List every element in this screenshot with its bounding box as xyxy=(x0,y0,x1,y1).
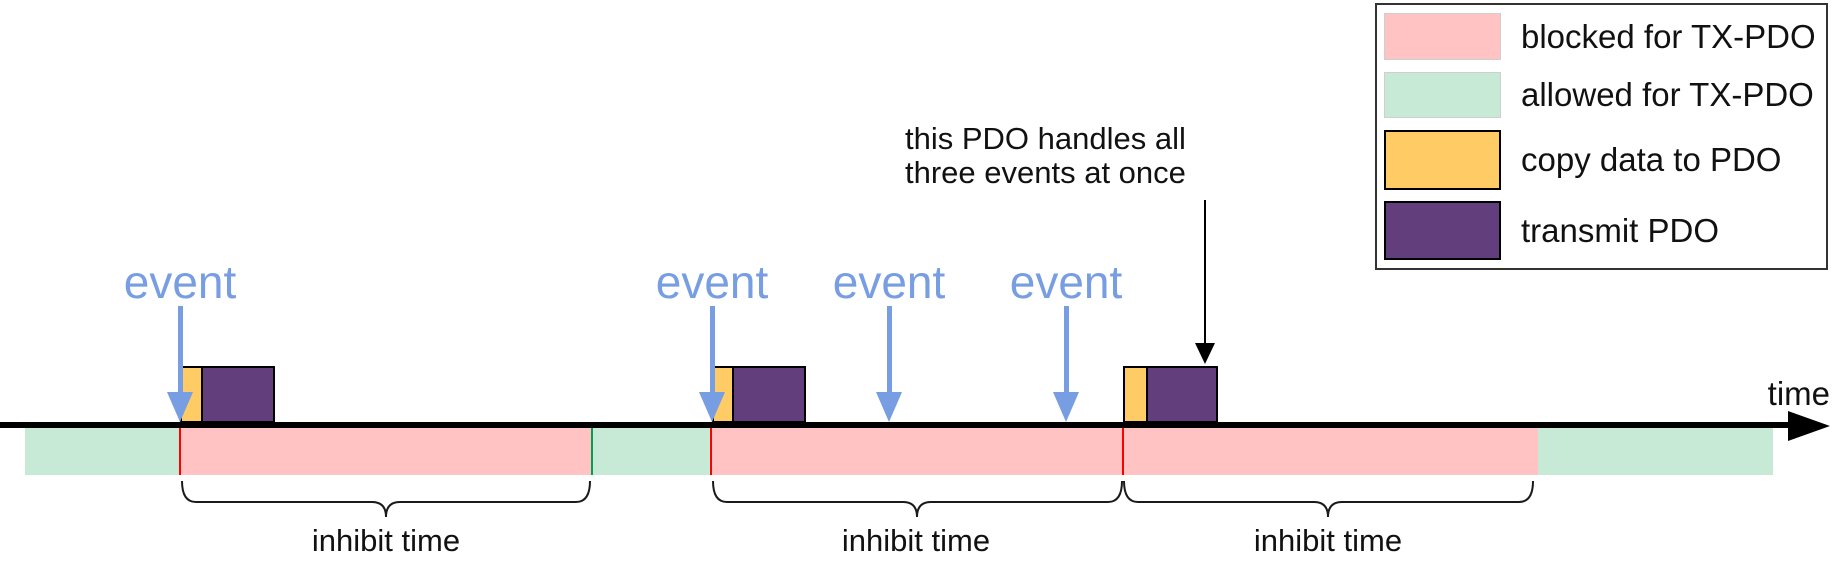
time-axis-label: time xyxy=(1767,375,1830,412)
event-label-3: event xyxy=(832,256,946,308)
transmit-pdo-block-2 xyxy=(732,366,806,423)
event-label-4: event xyxy=(1009,256,1123,308)
annotation-line-1: this PDO handles all xyxy=(905,121,1186,156)
legend-label-copy: copy data to PDO xyxy=(1521,141,1782,178)
event-arrow-icon-1 xyxy=(167,392,193,422)
event-arrow-icon-4 xyxy=(1053,392,1079,422)
annotation-arrow-stem xyxy=(1204,200,1206,343)
annotation-line-2: three events at once xyxy=(905,155,1186,190)
legend-box: blocked for TX-PDO allowed for TX-PDO co… xyxy=(1375,3,1828,270)
annotation-text: this PDO handles all three events at onc… xyxy=(905,122,1186,190)
legend-swatch-allowed xyxy=(1384,72,1501,118)
copy-data-block-3 xyxy=(1123,366,1148,423)
brace-3 xyxy=(1123,480,1534,518)
event-label-2: event xyxy=(655,256,769,308)
inhibit-end-line-1 xyxy=(591,428,593,475)
event-label-1: event xyxy=(123,256,237,308)
legend-label-transmit: transmit PDO xyxy=(1521,211,1720,249)
transmit-pdo-block-3 xyxy=(1146,366,1218,423)
band-blocked-2 xyxy=(711,428,1538,475)
event-arrow-stem-4 xyxy=(1064,306,1069,392)
brace-1 xyxy=(181,480,591,518)
legend-label-allowed: allowed for TX-PDO xyxy=(1521,76,1814,113)
band-allowed-1 xyxy=(25,428,180,475)
inhibit-start-line-3 xyxy=(1122,428,1124,475)
legend-label-blocked: blocked for TX-PDO xyxy=(1521,17,1816,55)
event-arrow-stem-3 xyxy=(887,306,892,392)
event-arrow-icon-3 xyxy=(876,392,902,422)
event-arrow-stem-2 xyxy=(710,306,715,392)
time-axis xyxy=(0,422,1790,428)
inhibit-time-label-2: inhibit time xyxy=(841,523,991,558)
legend-swatch-transmit xyxy=(1384,201,1501,260)
time-axis-arrowhead-icon xyxy=(1788,411,1830,441)
band-allowed-3 xyxy=(1538,428,1773,475)
legend-swatch-blocked xyxy=(1384,13,1501,60)
annotation-arrow-icon xyxy=(1195,343,1215,364)
brace-2 xyxy=(712,480,1123,518)
event-arrow-icon-2 xyxy=(699,392,725,422)
band-blocked-1 xyxy=(180,428,592,475)
legend-swatch-copy xyxy=(1384,130,1501,190)
inhibit-time-label-3: inhibit time xyxy=(1253,523,1403,558)
band-allowed-2 xyxy=(592,428,711,475)
transmit-pdo-block-1 xyxy=(201,366,275,423)
inhibit-start-line-1 xyxy=(179,428,181,475)
inhibit-time-label-1: inhibit time xyxy=(311,523,461,558)
event-arrow-stem-1 xyxy=(178,306,183,392)
inhibit-start-line-2 xyxy=(710,428,712,475)
